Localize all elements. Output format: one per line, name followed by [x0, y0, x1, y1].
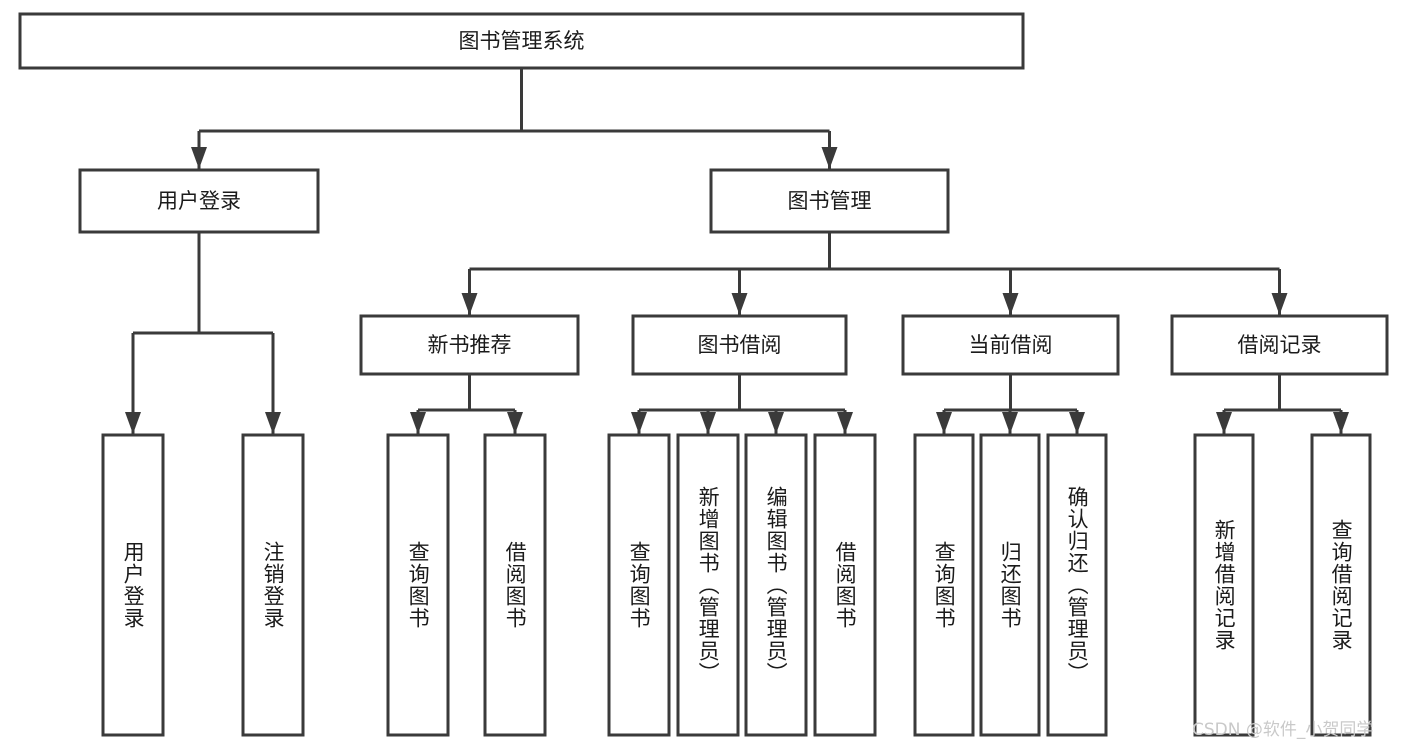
node-borrow-record[interactable] — [1170, 314, 1389, 376]
arrow-head-icon — [1271, 293, 1288, 315]
node-box[interactable] — [386, 433, 450, 737]
arrow-head-icon — [700, 412, 716, 434]
node-label: 当前借阅 — [969, 333, 1053, 357]
arrow-head-icon — [1002, 412, 1018, 434]
node-new-book-recommend[interactable] — [359, 314, 580, 376]
node-leaf-query-record[interactable] — [1310, 433, 1372, 737]
node-leaf-add-book[interactable] — [676, 433, 740, 737]
node-label: 图书借阅 — [698, 333, 782, 357]
edges-layer — [125, 68, 1349, 434]
arrow-head-icon — [837, 412, 853, 434]
node-leaf-confirm-return[interactable] — [1046, 433, 1108, 737]
arrow-head-icon — [191, 147, 207, 169]
arrow-head-icon — [821, 147, 838, 169]
node-leaf-user-logout[interactable] — [241, 433, 305, 737]
node-box[interactable] — [1193, 433, 1255, 737]
node-leaf-query-book-3[interactable] — [913, 433, 975, 737]
arrow-head-icon — [265, 412, 281, 434]
arrow-head-icon — [1333, 412, 1349, 434]
node-current-borrow[interactable] — [901, 314, 1120, 376]
node-box[interactable] — [241, 433, 305, 737]
node-box[interactable] — [901, 314, 1120, 376]
node-box[interactable] — [631, 314, 848, 376]
node-label: 新书推荐 — [428, 333, 512, 357]
arrow-head-icon — [410, 412, 426, 434]
csdn-watermark: CSDN @软件_小贺同学 — [1192, 720, 1374, 740]
arrow-head-icon — [631, 412, 647, 434]
arrow-head-icon — [507, 412, 523, 434]
node-box[interactable] — [709, 168, 950, 234]
node-book-management[interactable] — [709, 168, 950, 234]
node-book-borrow[interactable] — [631, 314, 848, 376]
node-box[interactable] — [1310, 433, 1372, 737]
node-box[interactable] — [1046, 433, 1108, 737]
node-leaf-return-book[interactable] — [979, 433, 1041, 737]
node-label: 借阅记录 — [1238, 333, 1322, 357]
node-box[interactable] — [483, 433, 547, 737]
node-box[interactable] — [676, 433, 740, 737]
node-root[interactable] — [18, 12, 1025, 70]
node-user-login[interactable] — [78, 168, 320, 234]
nodes-layer — [18, 12, 1389, 737]
arrow-head-icon — [125, 412, 141, 434]
arrow-head-icon — [768, 412, 784, 434]
node-label: 图书管理 — [788, 189, 872, 213]
node-box[interactable] — [359, 314, 580, 376]
arrow-head-icon — [731, 293, 748, 315]
node-box[interactable] — [913, 433, 975, 737]
node-label: 用户登录 — [157, 189, 241, 213]
node-box[interactable] — [101, 433, 165, 737]
arrow-head-icon — [461, 293, 478, 315]
node-box[interactable] — [979, 433, 1041, 737]
arrow-head-icon — [1069, 412, 1085, 434]
node-label: 图书管理系统 — [459, 29, 585, 53]
node-box[interactable] — [813, 433, 877, 737]
node-leaf-query-book-2[interactable] — [607, 433, 671, 737]
node-leaf-add-record[interactable] — [1193, 433, 1255, 737]
node-box[interactable] — [78, 168, 320, 234]
node-box[interactable] — [18, 12, 1025, 70]
node-leaf-borrow-book-2[interactable] — [813, 433, 877, 737]
node-leaf-query-book-1[interactable] — [386, 433, 450, 737]
node-leaf-borrow-book-1[interactable] — [483, 433, 547, 737]
node-leaf-user-login[interactable] — [101, 433, 165, 737]
node-box[interactable] — [607, 433, 671, 737]
arrow-head-icon — [936, 412, 952, 434]
node-leaf-edit-book[interactable] — [744, 433, 808, 737]
arrow-head-icon — [1002, 293, 1019, 315]
node-box[interactable] — [1170, 314, 1389, 376]
node-box[interactable] — [744, 433, 808, 737]
arrow-head-icon — [1216, 412, 1232, 434]
